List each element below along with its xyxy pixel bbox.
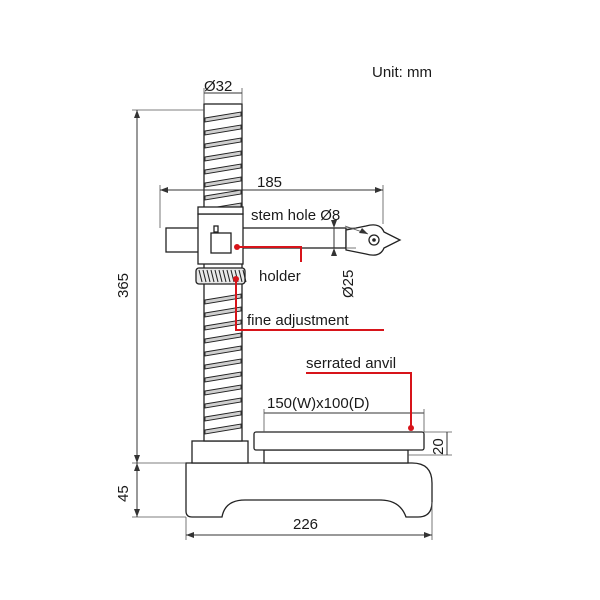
stem-hole-label: stem hole Ø8 — [251, 207, 340, 224]
knurl-line — [226, 269, 231, 283]
total-height-label: 365 — [115, 273, 132, 298]
dim-arm-reach: 185 — [159, 174, 384, 228]
dim-column-diameter: Ø32 — [203, 78, 243, 104]
serrated-anvil — [253, 431, 425, 464]
holder-arm — [165, 206, 347, 265]
holder-label: holder — [259, 268, 301, 285]
knurl-line — [198, 269, 203, 283]
column-thread — [204, 293, 242, 305]
column-thread — [204, 397, 242, 409]
knurl-line — [242, 269, 247, 283]
column-thread — [204, 150, 242, 162]
dim-base-width: 226 — [185, 502, 433, 540]
knurl-line — [222, 269, 227, 283]
dim-anvil-height: 20 — [408, 431, 452, 456]
knurl-line — [210, 269, 215, 283]
callout-serrated-anvil: serrated anvil — [306, 355, 414, 431]
column-thread — [204, 111, 242, 123]
dim-arm-diameter: Ø25 — [331, 220, 357, 298]
dim-total-height: 365 — [115, 109, 204, 464]
arm-diameter-label: Ø25 — [340, 270, 357, 298]
column-diameter-label: Ø32 — [204, 78, 232, 95]
dim-anvil-size: 150(W)x100(D) — [263, 395, 425, 432]
callout-holder: holder — [234, 244, 302, 285]
arm-reach-label: 185 — [257, 174, 282, 191]
fine-adjustment-label: fine adjustment — [247, 312, 350, 329]
knurl-line — [214, 269, 219, 283]
base-height-label: 45 — [115, 485, 132, 502]
column-thread — [204, 176, 242, 188]
callout-stem-hole: stem hole Ø8 — [251, 207, 369, 235]
base-width-label: 226 — [293, 516, 318, 533]
column-thread — [204, 124, 242, 136]
column-thread — [204, 306, 242, 318]
serrated-anvil-label: serrated anvil — [306, 355, 396, 372]
knurl-line — [202, 269, 207, 283]
column-thread — [204, 332, 242, 344]
column-thread — [204, 319, 242, 331]
column-thread — [204, 410, 242, 422]
column-thread — [204, 423, 242, 435]
column-thread — [204, 189, 242, 201]
column-thread — [204, 358, 242, 370]
anvil-height-label: 20 — [430, 438, 447, 455]
unit-note: Unit: mm — [372, 64, 432, 81]
anvil-size-label: 150(W)x100(D) — [267, 395, 370, 412]
fine-adjustment-ring — [195, 267, 247, 285]
column-thread — [204, 345, 242, 357]
dim-base-height: 45 — [115, 463, 186, 518]
callout-fine-adjustment: fine adjustment — [233, 276, 384, 331]
column-thread — [204, 384, 242, 396]
column-thread — [204, 163, 242, 175]
column-thread — [204, 137, 242, 149]
stand-base — [185, 462, 433, 518]
knurl-line — [206, 269, 211, 283]
column-foot — [191, 440, 249, 464]
knurl-line — [218, 269, 223, 283]
knurl-line — [238, 269, 243, 283]
column-thread — [204, 371, 242, 383]
